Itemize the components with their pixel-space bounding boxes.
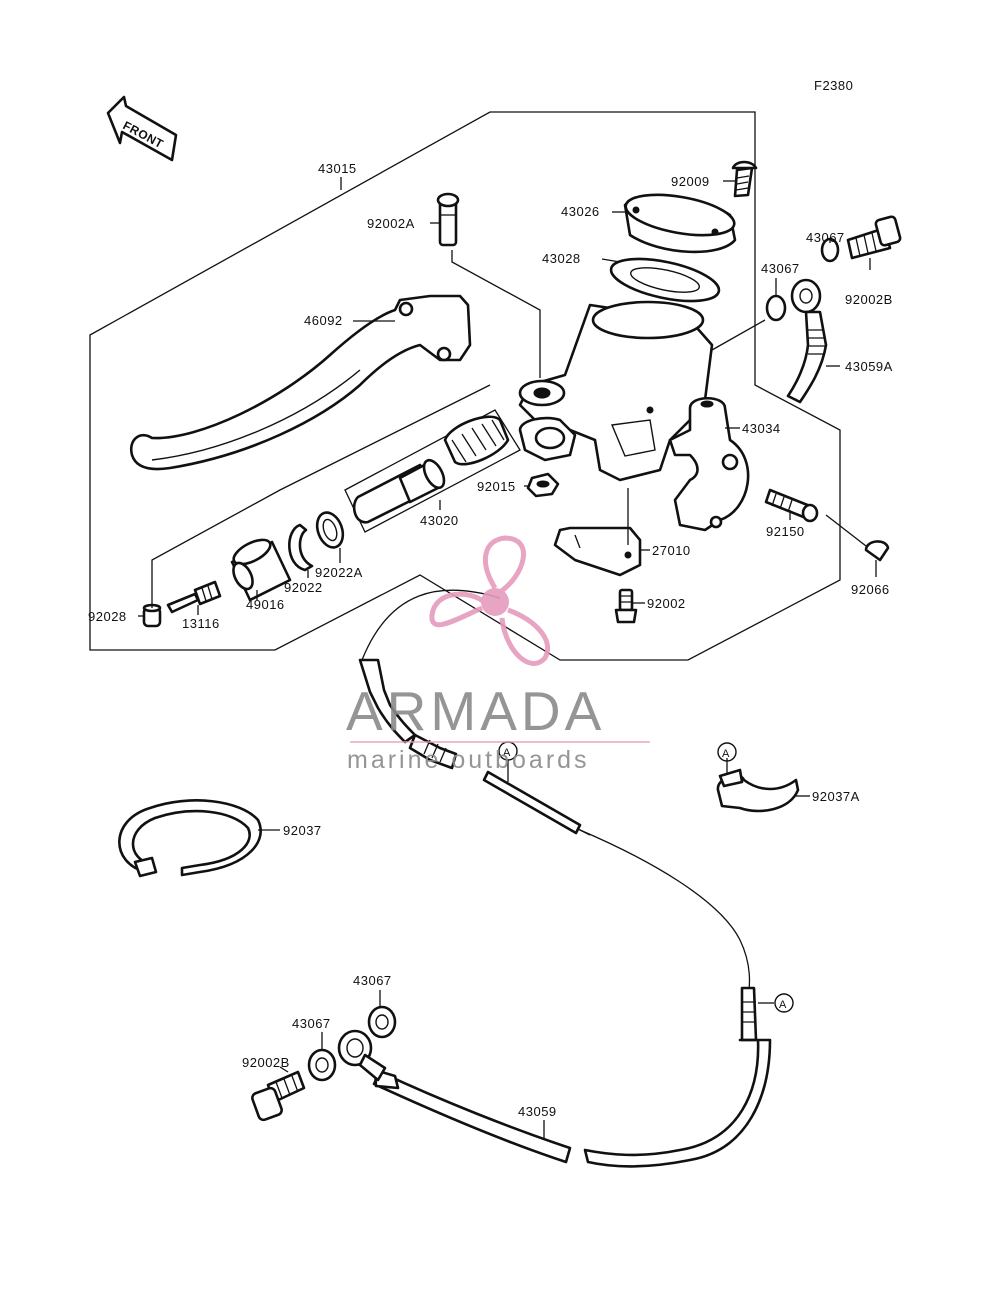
label-43026: 43026 bbox=[561, 204, 600, 219]
label-92002: 92002 bbox=[647, 596, 686, 611]
washer-43067-bottom-a bbox=[307, 1048, 337, 1082]
nut-92015 bbox=[526, 472, 560, 498]
ring-92022 bbox=[288, 523, 314, 572]
washer-43067-bottom-b bbox=[367, 1005, 397, 1039]
label-49016: 49016 bbox=[246, 597, 285, 612]
label-92037: 92037 bbox=[283, 823, 322, 838]
assembly-bracket-43015 bbox=[89, 111, 841, 661]
washer-43067-top-b bbox=[765, 294, 787, 322]
cap-92028 bbox=[142, 603, 162, 628]
dust-boot-49016 bbox=[230, 538, 292, 602]
label-92028: 92028 bbox=[88, 609, 127, 624]
banjo-bolt-bottom bbox=[251, 1070, 306, 1122]
watermark: ARMADA marine outboards bbox=[346, 535, 650, 774]
watermark-tagline: marine outboards bbox=[347, 746, 590, 774]
label-46092: 46092 bbox=[304, 313, 343, 328]
clutch-hose-43059 bbox=[358, 589, 772, 1168]
screw-92009 bbox=[731, 160, 758, 198]
pin-92002A bbox=[436, 192, 460, 247]
piston-assembly bbox=[344, 409, 521, 533]
diaphragm bbox=[609, 257, 721, 303]
label-43015: 43015 bbox=[318, 161, 357, 176]
reservoir-cap bbox=[623, 193, 737, 254]
handlebar-clamp bbox=[668, 396, 750, 532]
label-92002B-top: 92002B bbox=[845, 292, 893, 307]
label-92066: 92066 bbox=[851, 582, 890, 597]
ref-marker-a-2: A bbox=[717, 742, 737, 775]
bolt-92150 bbox=[764, 488, 819, 523]
label-43059: 43059 bbox=[518, 1104, 557, 1119]
banjo-bolt-top bbox=[846, 215, 902, 260]
master-cylinder-body bbox=[518, 300, 714, 482]
screw-92002 bbox=[614, 588, 638, 624]
label-92037A: 92037A bbox=[812, 789, 860, 804]
label-43059A: 43059A bbox=[845, 359, 893, 374]
propeller-icon bbox=[429, 535, 550, 666]
banjo-fitting-bottom bbox=[337, 1029, 387, 1082]
clutch-lever bbox=[129, 294, 472, 471]
label-92022A: 92022A bbox=[315, 565, 363, 580]
svg-text:A: A bbox=[722, 748, 730, 760]
part-labels: 43015 46092 92002A 92009 43026 43028 430… bbox=[88, 161, 893, 1119]
svg-text:A: A bbox=[503, 747, 511, 759]
svg-text:A: A bbox=[779, 999, 787, 1011]
circlip-92022A bbox=[315, 511, 345, 549]
label-27010: 27010 bbox=[652, 543, 691, 558]
label-92002A: 92002A bbox=[367, 216, 415, 231]
label-13116: 13116 bbox=[182, 616, 220, 631]
label-43067-top-a: 43067 bbox=[806, 230, 845, 245]
label-92150: 92150 bbox=[766, 524, 805, 539]
leader-lines bbox=[138, 177, 877, 1140]
label-43067-top-b: 43067 bbox=[761, 261, 800, 276]
band-clamp-92037 bbox=[118, 799, 262, 878]
front-arrow-icon: FRONT bbox=[106, 95, 178, 162]
hose-clamp-92037A bbox=[716, 768, 800, 813]
clutch-switch bbox=[553, 526, 642, 577]
push-rod-13116 bbox=[166, 580, 222, 614]
figure-code: F2380 bbox=[814, 78, 853, 93]
label-43028: 43028 bbox=[542, 251, 581, 266]
brake-hose-43059A bbox=[786, 278, 828, 404]
ref-marker-a-3: A bbox=[758, 993, 794, 1013]
watermark-brand: ARMADA bbox=[346, 680, 605, 742]
label-43067-bottom-b: 43067 bbox=[353, 973, 392, 988]
label-92002B-bottom: 92002B bbox=[242, 1055, 290, 1070]
cap-92066 bbox=[864, 540, 890, 562]
label-92009: 92009 bbox=[671, 174, 710, 189]
label-43020: 43020 bbox=[420, 513, 459, 528]
label-43067-bottom-a: 43067 bbox=[292, 1016, 331, 1031]
label-43034: 43034 bbox=[742, 421, 781, 436]
label-92015: 92015 bbox=[477, 479, 516, 494]
label-92022: 92022 bbox=[284, 580, 323, 595]
